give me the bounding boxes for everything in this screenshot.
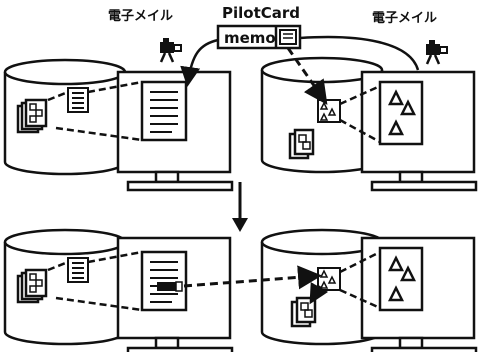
triangle-picture-icon bbox=[318, 100, 340, 122]
triangle-picture-icon bbox=[380, 248, 422, 310]
memo-link-button bbox=[157, 282, 182, 291]
video-camera-icon bbox=[426, 40, 447, 64]
top-right-computer bbox=[262, 58, 476, 190]
memo-label: memo bbox=[224, 29, 276, 47]
pilotcard-title: PilotCard bbox=[222, 4, 300, 22]
document-icon bbox=[142, 252, 186, 310]
document-icon bbox=[68, 88, 88, 112]
image-stack-icon bbox=[18, 270, 46, 302]
document-icon bbox=[68, 258, 88, 282]
triangle-picture-icon bbox=[380, 82, 422, 144]
video-camera-icon bbox=[160, 38, 181, 62]
down-arrow-icon bbox=[232, 182, 248, 232]
triangle-picture-icon bbox=[318, 268, 340, 290]
image-stack-icon bbox=[290, 130, 313, 158]
document-icon bbox=[142, 82, 186, 140]
email-label-right: 電子メイル bbox=[372, 11, 437, 26]
image-stack-icon bbox=[18, 100, 46, 132]
email-label-left: 電子メイル bbox=[108, 9, 173, 24]
bottom-right-computer bbox=[262, 230, 476, 352]
image-stack-icon bbox=[292, 298, 315, 326]
